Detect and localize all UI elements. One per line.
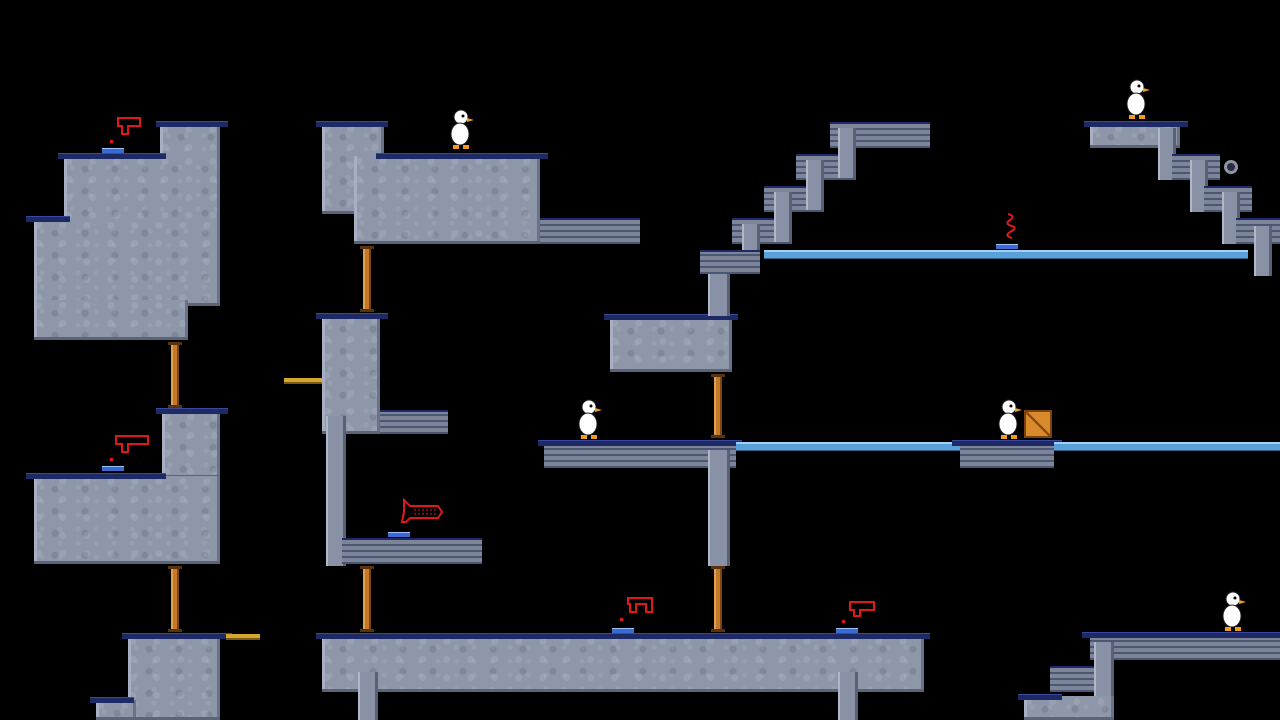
brick-ledge [342,538,482,564]
duck-player[interactable] [574,398,604,442]
platform-cap [156,408,228,414]
rock-block [162,412,220,478]
rock-block [64,156,220,226]
spawn-pad [836,628,858,633]
mine-icon[interactable] [1224,160,1238,174]
platform-cap [538,440,742,446]
stone-pillar [806,160,824,210]
wooden-post [168,566,182,632]
wooden-post [711,374,725,438]
stone-pillar [1222,192,1240,244]
platform-cap [316,121,388,127]
duck-player[interactable] [1122,78,1152,122]
stone-pillar [708,450,730,566]
spring-icon[interactable] [1002,210,1022,244]
rock-block [34,220,220,306]
spawn-pad [996,244,1018,249]
ice-bridge [1054,442,1280,451]
platform-cap [90,697,134,703]
stone-pillar [742,224,760,250]
pistol-icon[interactable] [616,594,656,624]
rock-block [322,316,380,434]
spawn-pad [102,148,124,153]
wooden-post [360,566,374,632]
wooden-post [711,566,725,632]
rock-block [610,318,732,372]
rock-block [160,124,220,160]
wooden-post [360,246,374,312]
platform-cap [26,473,166,479]
brick-ledge [540,218,640,244]
duck-player[interactable] [994,398,1024,442]
platform-cap [1018,694,1062,700]
duck-player[interactable] [446,108,476,152]
rock-block [1024,696,1114,720]
stone-pillar [838,672,858,720]
gold-ledge [284,378,322,384]
wooden-post [168,342,182,408]
platform-cap [376,153,548,159]
duck-player[interactable] [1218,590,1248,634]
stone-pillar [774,192,792,242]
platform-cap [1082,632,1280,638]
platform-cap [316,633,930,639]
brick-ledge [960,442,1054,468]
spawn-pad [388,532,410,537]
gold-ledge [226,634,260,640]
platform-cap [316,313,388,319]
platform-cap [156,121,228,127]
rock-block [96,700,136,720]
platform-cap [1084,121,1188,127]
brick-ledge [544,442,736,468]
stone-pillar [358,672,378,720]
platform-cap [26,216,70,222]
crate-icon[interactable] [1024,410,1052,438]
platform-cap [58,153,166,159]
stone-pillar [1190,160,1208,212]
brick-ledge [380,410,448,434]
rock-block [354,156,540,244]
pistol-icon[interactable] [840,598,878,626]
platform-cap [604,314,738,320]
ray-gun-icon[interactable] [394,496,444,528]
brick-step [700,250,760,274]
rock-floor [322,636,924,692]
spawn-pad [612,628,634,633]
brick-ledge [1090,634,1280,660]
stone-pillar [1254,226,1272,276]
stone-pillar [838,128,856,178]
platform-cap [122,633,232,639]
stone-pillar [1094,642,1114,698]
ice-bridge [736,442,960,451]
brick-step [1050,666,1094,692]
stone-pillar [326,416,346,566]
rock-block [34,476,220,564]
ice-bridge [764,250,1248,259]
spawn-pad [102,466,124,471]
pistol-icon[interactable] [108,114,144,144]
stone-pillar [1158,128,1176,180]
platform-cap [952,440,1062,446]
rock-block [128,636,220,720]
pistol-icon[interactable] [108,432,152,462]
rock-block [34,300,188,340]
